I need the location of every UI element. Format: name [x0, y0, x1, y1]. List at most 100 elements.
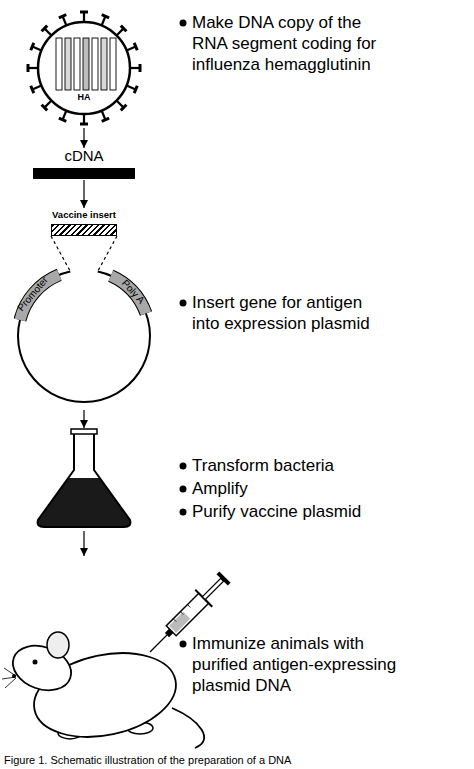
- spike-stem: [126, 86, 135, 90]
- ha-spike: [31, 86, 42, 94]
- plasmid-element: [111, 276, 146, 314]
- mouse-eye: [33, 660, 38, 665]
- bullet-dot: [180, 486, 187, 493]
- ha-spike: [59, 110, 67, 121]
- cdna-bar: cDNA: [33, 148, 135, 180]
- cdna-label: cDNA: [33, 147, 135, 165]
- dashed-guide: [51, 236, 70, 271]
- spike-cap: [134, 86, 137, 93]
- bullet-dot: [180, 641, 187, 648]
- spike-cap: [80, 11, 88, 14]
- rna-segment: [56, 38, 62, 90]
- virus-outline: [24, 8, 144, 128]
- ha-spike: [126, 86, 137, 94]
- bullet-dot: [180, 300, 187, 307]
- step-arrow: [83, 410, 84, 428]
- spike-cap: [31, 43, 34, 50]
- mouse-illustration: [2, 632, 204, 749]
- element-border: [111, 276, 146, 314]
- step-text: Purify vaccine plasmid: [192, 501, 452, 522]
- dashed-guide: [98, 236, 117, 271]
- ha-spike: [102, 110, 110, 121]
- element-fill: [111, 276, 146, 314]
- flask-lip: [71, 429, 97, 434]
- mouse-whisker: [5, 678, 16, 688]
- ha-spike: [126, 43, 137, 51]
- figure-caption: Figure 1. Schematic illustration of the …: [4, 753, 291, 767]
- promoter-label: Promoter: [16, 274, 52, 313]
- step-text: Transform bacteria: [192, 455, 452, 476]
- spike-cap: [121, 105, 127, 111]
- step-text: Insert gene for antigen into expression …: [192, 292, 385, 334]
- insert-bar: Vaccine insert: [51, 208, 117, 236]
- hatched-insert: [51, 224, 117, 236]
- flow-arrow: [83, 128, 84, 148]
- spike-stem: [63, 110, 67, 119]
- ha-spike: [28, 64, 38, 72]
- spike-cap: [102, 15, 109, 18]
- rna-segment: [74, 38, 80, 90]
- expression-plasmid: Promoter Poly A: [14, 266, 154, 406]
- syringe-barrel: [166, 593, 208, 635]
- spike-cap: [139, 64, 142, 72]
- spike-stem: [126, 47, 135, 51]
- bullet-dot: [180, 463, 187, 470]
- rna-segment: [101, 38, 107, 90]
- spike-cap: [59, 15, 66, 18]
- spike-cap: [134, 43, 137, 50]
- syringe-graduation: [173, 619, 176, 622]
- spike-cap: [80, 123, 88, 126]
- ha-spike: [42, 26, 52, 36]
- insert-label: Vaccine insert: [43, 209, 125, 220]
- syringe-needle: [150, 635, 167, 652]
- spike-cap: [42, 26, 48, 32]
- flask-illustration: [38, 429, 131, 527]
- mouse-whisker: [2, 677, 16, 679]
- flow-arrow: [83, 180, 84, 208]
- rna-segment: [110, 38, 116, 90]
- spike-cap: [42, 105, 48, 111]
- ha-spike: [102, 15, 110, 26]
- mouse-whisker: [4, 668, 16, 676]
- ha-spike: [117, 26, 127, 36]
- spike-stem: [44, 101, 51, 108]
- ha-spike: [117, 101, 127, 111]
- dna-bar: [33, 168, 135, 179]
- ha-spike: [42, 101, 52, 111]
- virus-particle: HA: [24, 8, 144, 128]
- bullet-group: [180, 20, 187, 648]
- flask-outline: [38, 434, 131, 527]
- polya-label: Poly A: [119, 277, 147, 306]
- bullet-dot: [180, 509, 187, 516]
- mouse-ear: [47, 632, 69, 658]
- bullet-dot: [180, 20, 187, 27]
- spike-stem: [102, 110, 106, 119]
- spike-cap: [31, 86, 34, 93]
- rna-segment: [92, 38, 98, 90]
- spike-stem: [117, 28, 124, 35]
- spike-cap: [27, 64, 30, 72]
- spike-stem: [117, 101, 124, 108]
- syringe-plunger: [202, 578, 223, 599]
- step-text: Amplify: [192, 478, 452, 499]
- spike-cap: [59, 118, 66, 121]
- spike-cap: [102, 118, 109, 121]
- step-text: Make DNA copy of the RNA segment coding …: [192, 12, 390, 75]
- spike-cap: [121, 26, 127, 32]
- rna-segment: [83, 38, 89, 90]
- ha-spike: [80, 114, 88, 124]
- mouse-tail: [172, 708, 204, 748]
- ha-spike: [130, 64, 140, 72]
- step-arrow: [83, 531, 84, 556]
- ha-spike: [31, 43, 42, 51]
- syringe-fluid: [169, 612, 190, 633]
- segment-label: HA: [24, 92, 144, 103]
- step-text: Immunize animals with purified antigen-e…: [192, 633, 406, 696]
- syringe-graduation: [187, 605, 190, 608]
- rna-segments: [56, 38, 116, 90]
